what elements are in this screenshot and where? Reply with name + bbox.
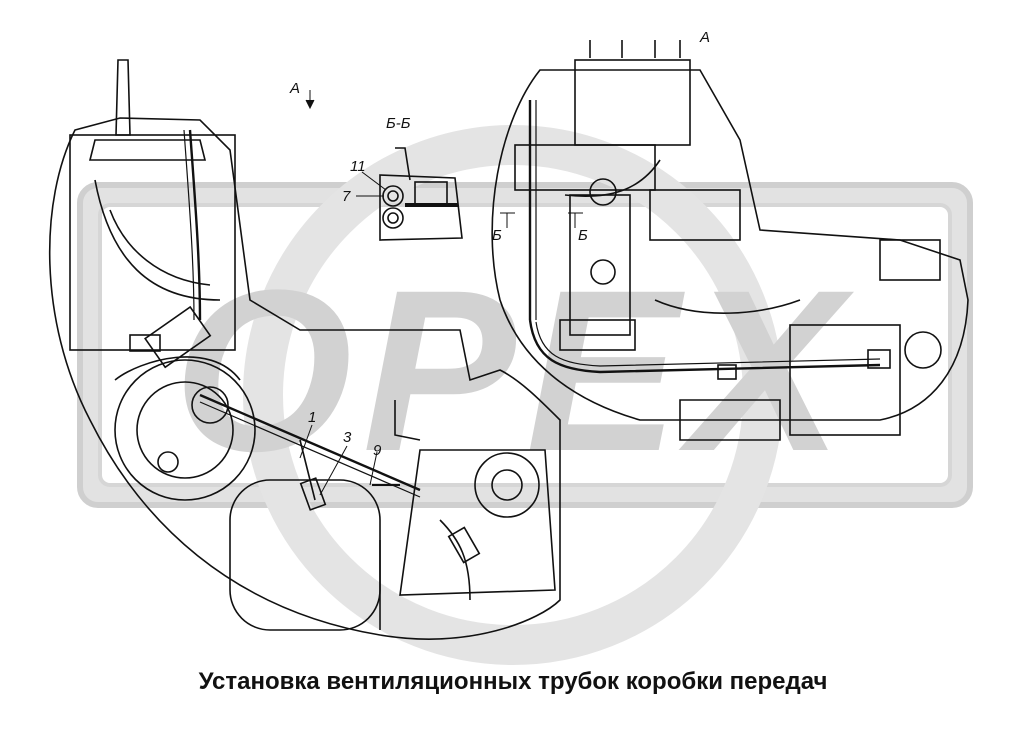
section-bb-label: Б-Б [386, 115, 411, 132]
section-mark-b2: Б [578, 227, 588, 244]
section-mark-b1: Б [492, 227, 502, 244]
callout-11: 11 [350, 158, 366, 175]
view-a-left-label: A [289, 80, 300, 97]
callout-9: 9 [373, 442, 382, 459]
watermark-logo: OPEX [77, 125, 973, 665]
shift-lever [88, 59, 207, 321]
view-a-top-label: A [699, 29, 710, 46]
callout-1: 1 [308, 409, 316, 426]
drawing-title: Установка вентиляционных трубок коробки … [198, 668, 828, 695]
section-bb-detail [379, 147, 463, 241]
callout-7: 7 [342, 188, 351, 205]
watermark-text: OPEX [173, 242, 854, 499]
leader-lines [299, 90, 583, 496]
right-view-outline [491, 40, 969, 441]
left-view-outline [48, 117, 561, 640]
callout-3: 3 [343, 429, 352, 446]
